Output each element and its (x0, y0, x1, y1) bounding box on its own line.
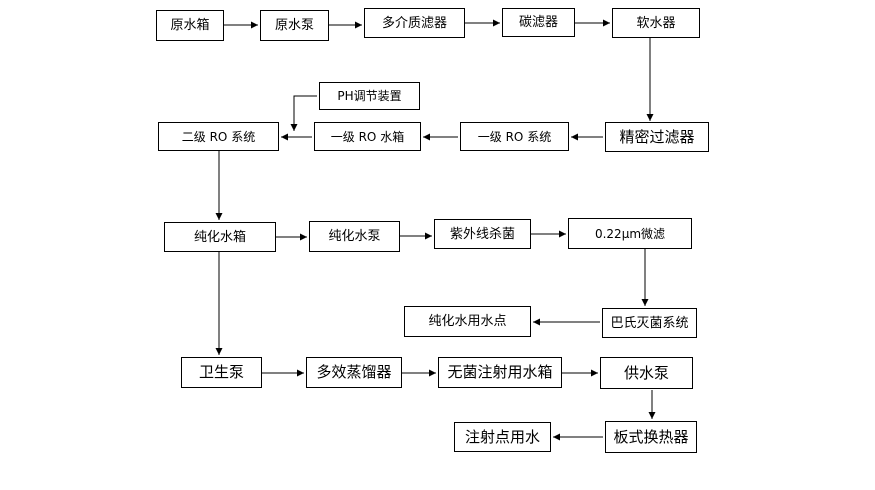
arrow-ph-adjust-to-secondary-ro (290, 95, 317, 131)
node-purified-pump: 纯化水泵 (309, 221, 400, 252)
node-pasteur: 巴氏灭菌系统 (602, 308, 697, 338)
node-primary-ro-tank: 一级 RO 水箱 (314, 122, 421, 151)
node-purified-use: 纯化水用水点 (404, 306, 531, 337)
node-microfilter: 0.22μm微滤 (568, 218, 692, 249)
node-raw-tank: 原水箱 (156, 10, 224, 41)
node-primary-ro: 一级 RO 系统 (460, 122, 569, 151)
node-ph-adjust: PH调节装置 (319, 82, 420, 110)
node-sanitary-pump: 卫生泵 (181, 357, 262, 388)
node-purified-tank: 纯化水箱 (164, 222, 276, 252)
node-supply-pump: 供水泵 (600, 357, 693, 389)
node-plate-exchanger: 板式换热器 (605, 421, 697, 453)
node-precision-filter: 精密过滤器 (605, 122, 709, 152)
node-softener: 软水器 (612, 8, 700, 38)
node-secondary-ro: 二级 RO 系统 (158, 122, 279, 151)
node-wfi-tank: 无菌注射用水箱 (438, 357, 562, 388)
node-raw-pump: 原水泵 (260, 10, 329, 41)
node-injection-use: 注射点用水 (454, 422, 551, 452)
node-carbon-filter: 碳滤器 (502, 8, 575, 37)
node-uv-sterilizer: 紫外线杀菌 (434, 219, 531, 249)
node-multimedia-filter: 多介质滤器 (364, 8, 465, 38)
node-distiller: 多效蒸馏器 (306, 357, 402, 388)
